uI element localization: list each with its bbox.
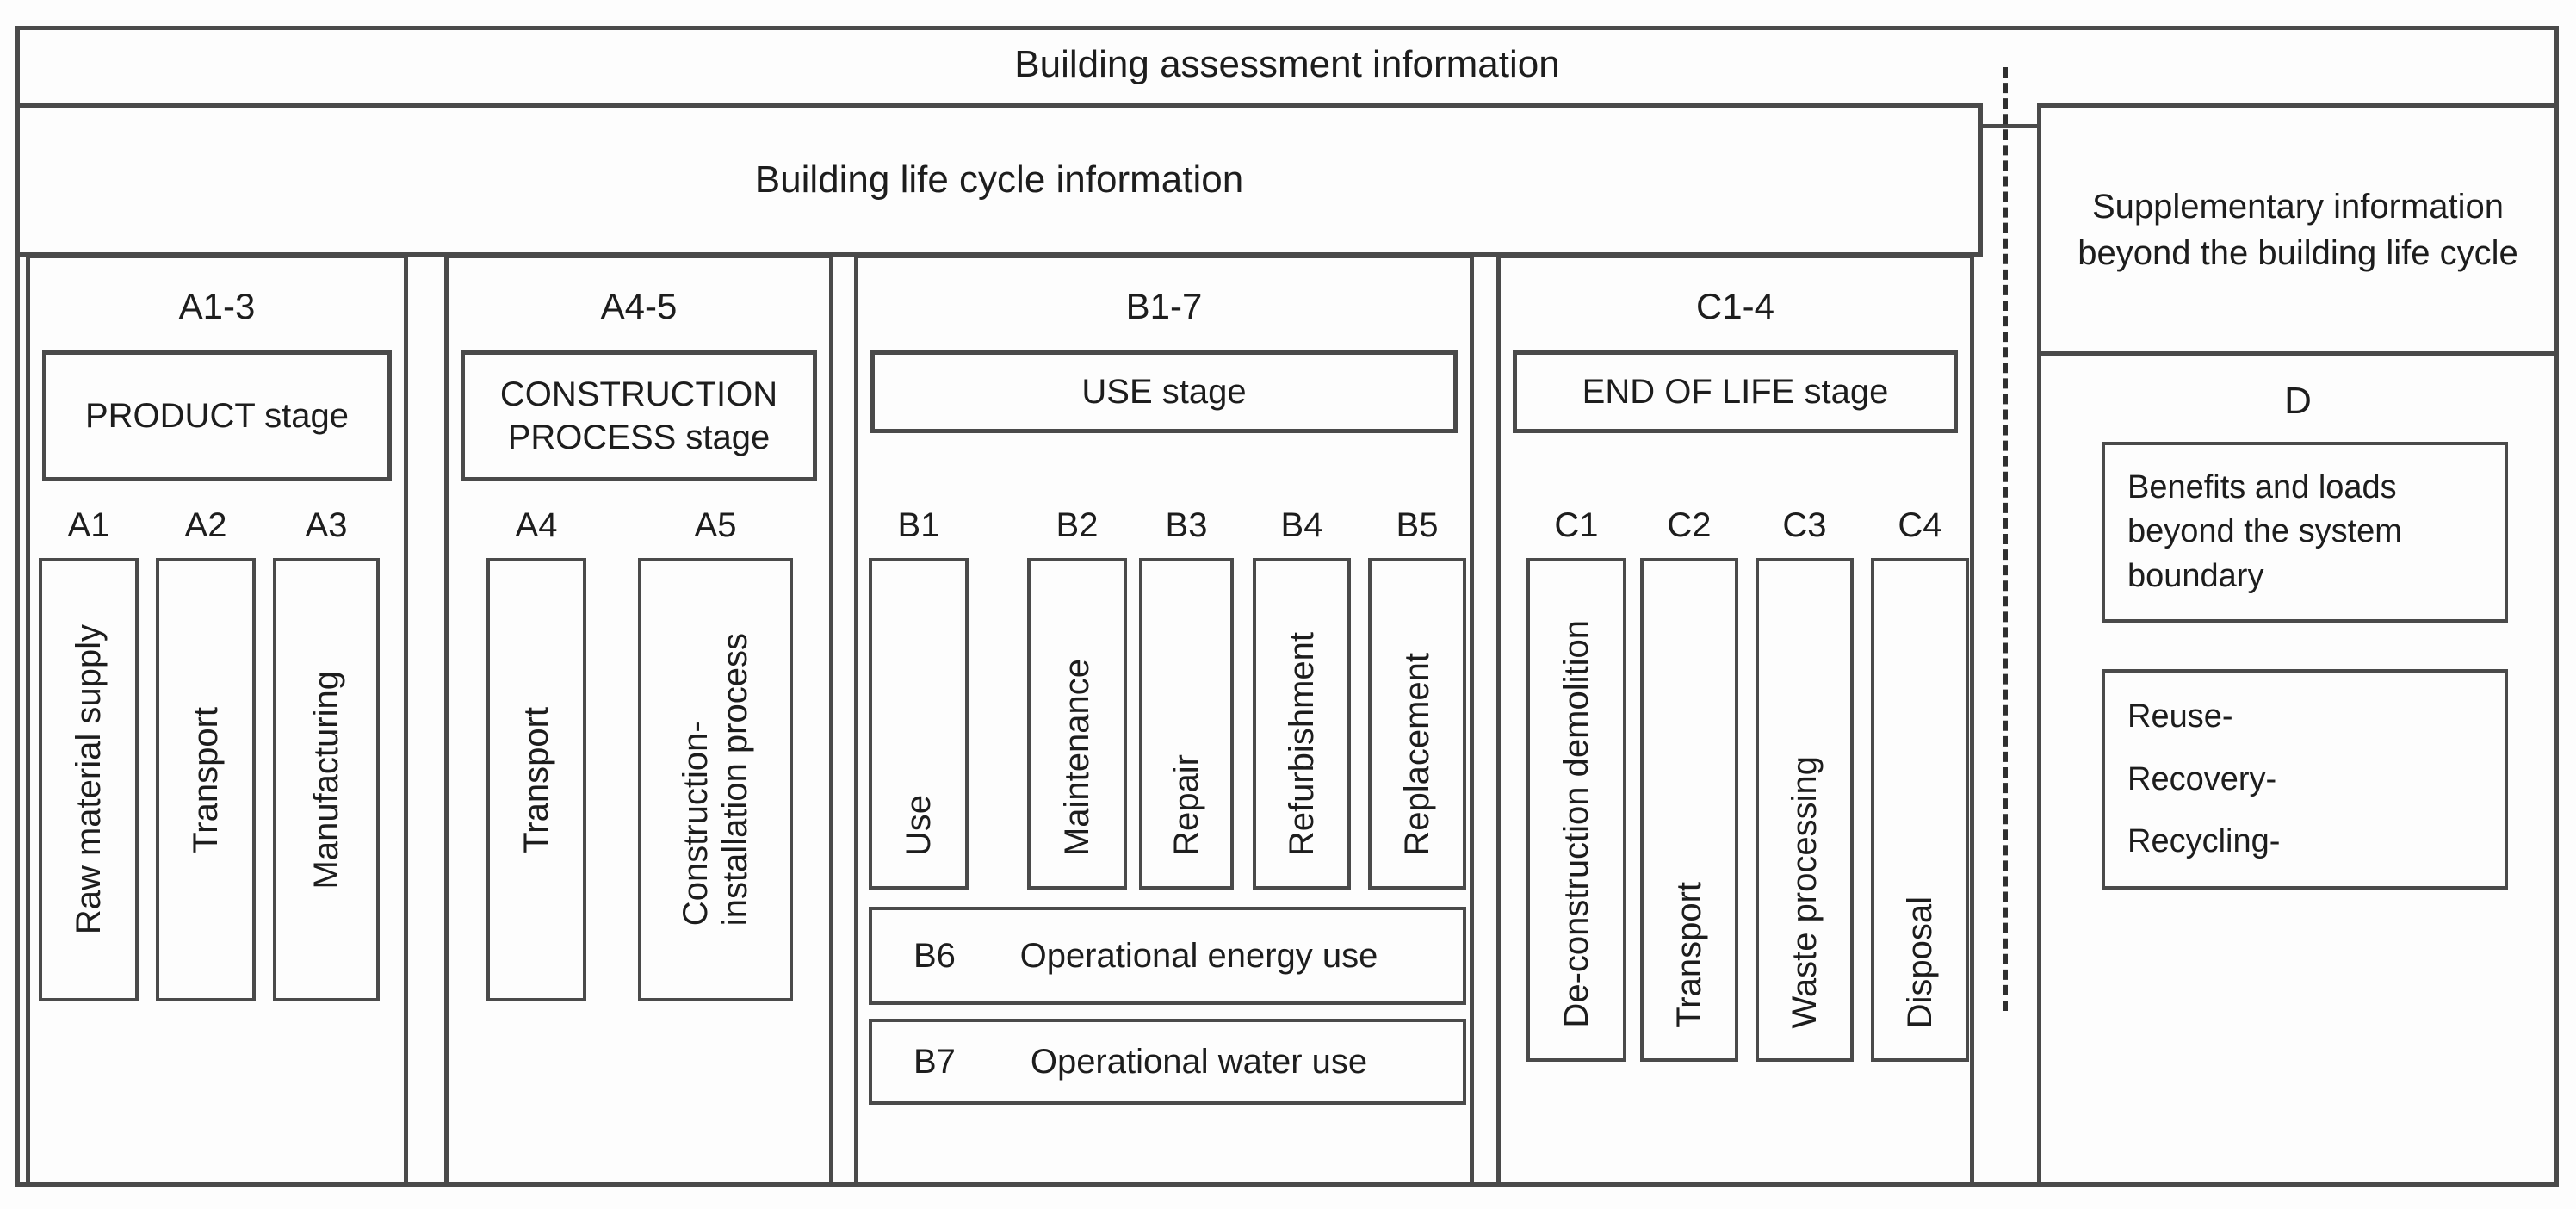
supplementary-header: Supplementary information beyond the bui… [2041, 108, 2554, 356]
module-label: Waste processing [1786, 755, 1824, 1028]
module-code-label: B4 [1280, 506, 1323, 544]
module-label: Use [900, 794, 938, 856]
module-code-label: B2 [1056, 506, 1099, 544]
stage-code: B1-7 [1125, 286, 1203, 326]
module-box-b2: Maintenance [1027, 558, 1127, 890]
module-label: Raw material supply [70, 624, 108, 935]
module-code-label: C2 [1667, 506, 1712, 544]
module-code-label: B6 [913, 936, 956, 975]
reuse-line: Reuse- [2127, 698, 2233, 735]
stage-panel-a4-5: A4-5 CONSTRUCTION PROCESS stage A4 A5 Tr… [444, 254, 833, 1187]
module-label: Transport [517, 706, 555, 853]
module-label: Operational energy use [1019, 936, 1378, 975]
recycling-line: Recycling- [2127, 823, 2281, 860]
module-box-b5: Replacement [1368, 558, 1466, 890]
module-row-b6: B6 Operational energy use [869, 907, 1466, 1005]
module-code-label: B3 [1165, 506, 1208, 544]
module-box-c2: Transport [1640, 558, 1738, 1062]
module-label: Construction- installation process [677, 633, 754, 927]
module-code-label: C1 [1554, 506, 1599, 544]
module-label: Transport [187, 706, 225, 853]
building-life-cycle-band: Building life cycle information [15, 103, 1983, 257]
building-assessment-title: Building assessment information [1014, 43, 1560, 85]
stage-panel-a1-3: A1-3 PRODUCT stage A1 A2 A3 Raw material… [26, 254, 408, 1187]
module-row-b7: B7 Operational water use [869, 1019, 1466, 1105]
module-label: De-construction demolition [1557, 620, 1595, 1028]
module-label: Maintenance [1058, 658, 1096, 856]
module-code-label: A2 [184, 506, 227, 544]
stage-code: C1-4 [1695, 286, 1775, 326]
module-code-label: C3 [1782, 506, 1827, 544]
stage-name-box: USE stage [870, 350, 1458, 433]
module-d-code: D [2284, 380, 2312, 422]
module-box-a3: Manufacturing [273, 558, 380, 1001]
module-label: Transport [1670, 882, 1708, 1028]
stage-panel-b1-7: B1-7 USE stage B1 B2 B3 B4 B5 Use Mainte… [854, 254, 1474, 1187]
stage-name-box: END OF LIFE stage [1513, 350, 1958, 433]
module-code-label: C4 [1898, 506, 1942, 544]
module-label: Manufacturing [307, 670, 345, 890]
module-label: Replacement [1398, 653, 1436, 856]
recovery-line: Recovery- [2127, 760, 2277, 797]
module-code-label: A1 [67, 506, 110, 544]
module-label: Repair [1167, 754, 1205, 856]
stage-code: A1-3 [178, 286, 256, 326]
module-box-b3: Repair [1139, 558, 1234, 890]
module-box-a2: Transport [156, 558, 256, 1001]
module-box-b4: Refurbishment [1253, 558, 1351, 890]
module-code-label: B1 [897, 506, 940, 544]
module-box-c4: Disposal [1871, 558, 1969, 1062]
stage-name-box: PRODUCT stage [42, 350, 392, 481]
module-box-b1: Use [869, 558, 969, 890]
stage-panel-c1-4: C1-4 END OF LIFE stage C1 C2 C3 C4 De-co… [1496, 254, 1974, 1187]
module-box-a5: Construction- installation process [638, 558, 793, 1001]
module-box-a1: Raw material supply [39, 558, 139, 1001]
module-code-label: A5 [694, 506, 737, 544]
module-label: Refurbishment [1283, 631, 1321, 856]
supplementary-panel: Supplementary information beyond the bui… [2037, 103, 2559, 1187]
stage-name-box: CONSTRUCTION PROCESS stage [461, 350, 817, 481]
module-label: Operational water use [1030, 1042, 1368, 1081]
reuse-recovery-recycling-box: Reuse- Recovery- Recycling- [2102, 669, 2508, 890]
module-code-label: B5 [1396, 506, 1439, 544]
module-label: Disposal [1901, 896, 1939, 1028]
module-code-label: A4 [515, 506, 558, 544]
module-box-c3: Waste processing [1756, 558, 1854, 1062]
connector-line [1979, 124, 2037, 128]
module-box-c1: De-construction demolition [1526, 558, 1626, 1062]
module-code-label: A3 [305, 506, 348, 544]
benefits-and-loads-box: Benefits and loads beyond the system bou… [2102, 442, 2508, 623]
system-boundary-dashed-line [2003, 67, 2008, 1011]
module-code-label: B7 [913, 1042, 956, 1081]
module-box-a4: Transport [486, 558, 586, 1001]
stage-code: A4-5 [600, 286, 678, 326]
